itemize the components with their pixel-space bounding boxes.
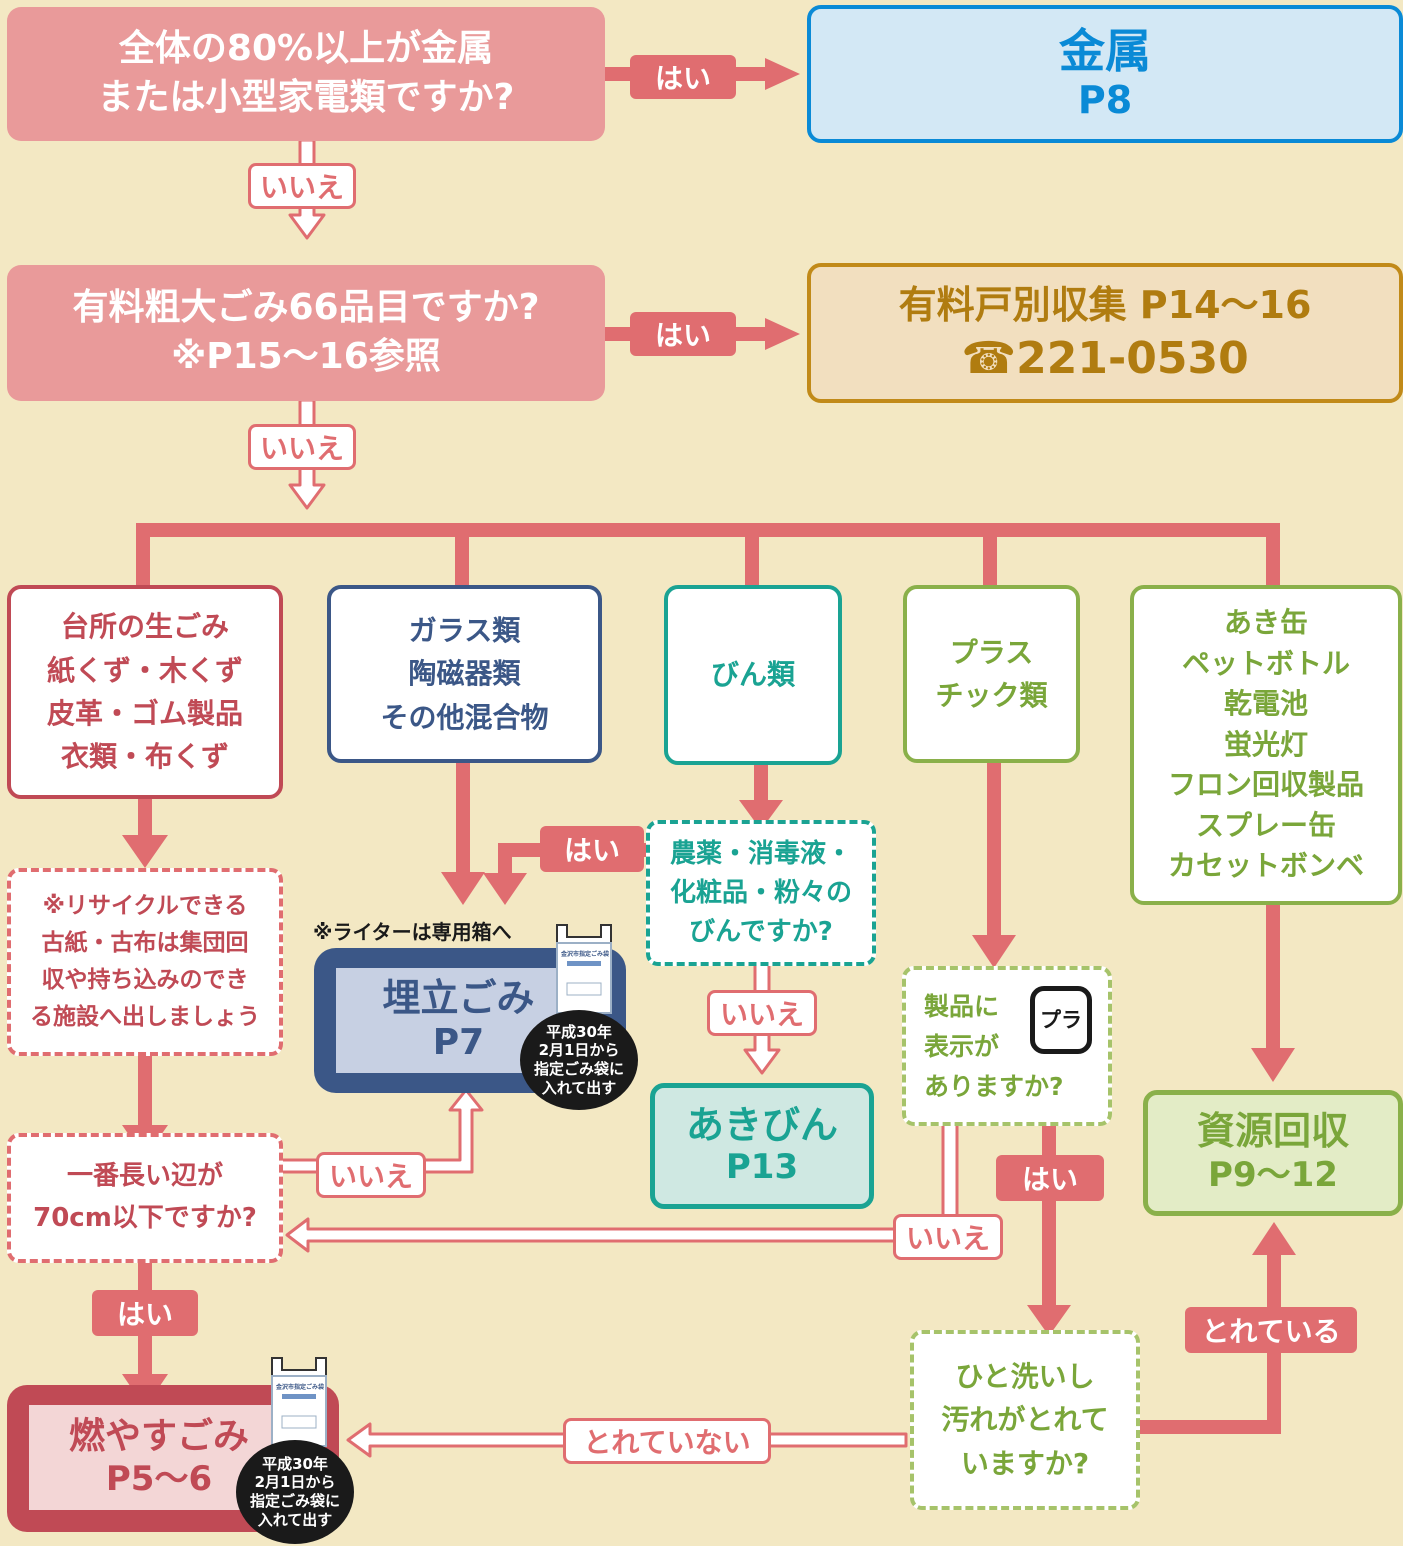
question-sodai-line1: 有料粗大ごみ66品目ですか?: [72, 287, 540, 329]
metal-yes-label: はい: [630, 55, 736, 99]
question-wash: ひと洗いし 汚れがとれて いますか?: [910, 1330, 1140, 1510]
question-chem-line: 農薬・消毒液・: [669, 838, 852, 869]
metal-destination: 金属 P8: [807, 5, 1403, 143]
bag-notice-line: 入れて出す: [541, 1078, 617, 1097]
category-resources: あき缶 ペットボトル 乾電池 蛍光灯 フロン回収製品 スプレー缶 カセットボンベ: [1130, 585, 1402, 905]
resource-page: P9～12: [1208, 1154, 1338, 1195]
category-bottles-line: びん類: [710, 658, 795, 692]
sodai-line1: 有料戸別収集 P14～16: [898, 282, 1312, 327]
chem-yes-label: はい: [540, 826, 644, 872]
question-mark-line2: 表示が: [924, 1032, 1000, 1061]
category-bottles: びん類: [664, 585, 842, 765]
designated-bag-icon: 金沢市指定ごみ袋: [553, 923, 615, 1015]
akibin-destination: あきびん P13: [650, 1083, 874, 1209]
bag-notice-badge: 平成30年 2月1日から 指定ごみ袋に 入れて出す: [236, 1440, 354, 1544]
question-size-line2: 70cm以下ですか?: [33, 1203, 257, 1233]
recycle-note: ※リサイクルできる 古紙・古布は集団回 収や持ち込みのでき る施設へ出しましょう: [7, 868, 283, 1056]
category-resources-line: 蛍光灯: [1223, 727, 1308, 761]
question-wash-line: ひと洗いし: [955, 1359, 1095, 1393]
category-plastic-line: プラス: [949, 635, 1034, 669]
category-resources-line: スプレー缶: [1195, 808, 1336, 842]
burnable-page: P5～6: [105, 1458, 213, 1499]
bag-notice-line: 2月1日から: [538, 1041, 620, 1060]
sodai-destination: 有料戸別収集 P14～16 ☎221-0530: [807, 263, 1403, 403]
size-no-label: いいえ: [316, 1152, 426, 1198]
pura-mark-text: プラ: [1040, 1007, 1082, 1032]
sodai-yes-label: はい: [630, 312, 736, 356]
landfill-title: 埋立ごみ: [382, 976, 535, 1021]
sodai-phone: ☎221-0530: [961, 333, 1249, 385]
bag-notice-line: 平成30年: [546, 1022, 612, 1041]
category-resources-line: 乾電池: [1223, 687, 1308, 721]
sodai-no-label: いいえ: [248, 424, 356, 470]
question-metal: 全体の80%以上が金属 または小型家電類ですか?: [7, 7, 605, 141]
question-mark-line3: ありますか?: [924, 1072, 1064, 1101]
question-chem: 農薬・消毒液・ 化粧品・粉々の びんですか?: [646, 820, 876, 966]
question-wash-line: いますか?: [960, 1446, 1090, 1480]
bag-notice-line: 入れて出す: [257, 1510, 333, 1529]
wash-yes-label: とれている: [1185, 1307, 1357, 1353]
size-yes-label: はい: [92, 1290, 198, 1336]
chem-no-label: いいえ: [707, 990, 817, 1036]
category-plastic-line: チック類: [935, 679, 1048, 712]
category-glass-line: その他混合物: [380, 700, 549, 734]
category-resources-line: カセットボンベ: [1167, 849, 1364, 883]
question-chem-line: 化粧品・粉々の: [669, 877, 852, 908]
category-kitchen-line: 衣類・布くず: [60, 740, 229, 774]
question-metal-line2: または小型家電類ですか?: [97, 77, 515, 118]
recycle-note-line: る施設へ出しましょう: [30, 1003, 260, 1030]
lighter-note: ※ライターは専用箱へ: [313, 920, 512, 944]
landfill-page: P7: [432, 1021, 485, 1063]
category-glass: ガラス類 陶磁器類 その他混合物: [327, 585, 602, 763]
question-mark-line1: 製品に: [924, 992, 1000, 1021]
category-kitchen: 台所の生ごみ 紙くず・木くず 皮革・ゴム製品 衣類・布くず: [7, 585, 283, 799]
designated-bag-icon: 金沢市指定ごみ袋: [268, 1356, 330, 1448]
question-metal-line1: 全体の80%以上が金属: [118, 28, 494, 70]
bag-notice-badge: 平成30年 2月1日から 指定ごみ袋に 入れて出す: [520, 1010, 638, 1110]
akibin-page: P13: [725, 1147, 799, 1188]
category-kitchen-line: 紙くず・木くず: [46, 653, 243, 687]
category-resources-line: ペットボトル: [1181, 646, 1350, 680]
category-kitchen-line: 台所の生ごみ: [60, 610, 229, 644]
metal-no-label: いいえ: [248, 163, 356, 209]
category-resources-line: あき缶: [1223, 605, 1308, 639]
mark-yes-label: はい: [996, 1155, 1104, 1201]
category-glass-line: ガラス類: [408, 613, 521, 647]
category-plastic: プラス チック類: [903, 585, 1080, 763]
bag-label: 金沢市指定ごみ袋: [561, 951, 610, 958]
pura-mark-icon: プラ: [1030, 986, 1092, 1054]
bag-notice-line: 指定ごみ袋に: [533, 1060, 624, 1078]
akibin-title: あきびん: [685, 1102, 838, 1147]
mark-no-label: いいえ: [893, 1214, 1003, 1260]
bag-icon: [271, 1357, 327, 1447]
question-size-line1: 一番長い辺が: [66, 1161, 223, 1192]
question-sodai: 有料粗大ごみ66品目ですか? ※P15～16参照: [7, 265, 605, 401]
bag-label: 金沢市指定ごみ袋: [276, 1384, 325, 1391]
category-resources-line: フロン回収製品: [1167, 768, 1364, 802]
question-chem-line: びんですか?: [689, 916, 833, 947]
question-wash-line: 汚れがとれて: [941, 1403, 1109, 1437]
resource-destination: 資源回収 P9～12: [1143, 1090, 1403, 1216]
bag-notice-line: 指定ごみ袋に: [249, 1492, 340, 1510]
wash-no-label: とれていない: [563, 1418, 771, 1464]
category-glass-line: 陶磁器類: [408, 657, 521, 691]
bag-icon: [556, 924, 612, 1014]
question-mark: 製品に 表示が ありますか? プラ: [902, 966, 1112, 1126]
burnable-title: 燃やすごみ: [68, 1415, 249, 1457]
bag-notice-line: 平成30年: [262, 1454, 328, 1473]
question-size: 一番長い辺が 70cm以下ですか?: [7, 1133, 283, 1263]
recycle-note-line: 古紙・古布は集団回: [41, 930, 249, 957]
category-kitchen-line: 皮革・ゴム製品: [46, 697, 243, 730]
question-sodai-line2: ※P15～16参照: [171, 336, 441, 377]
resource-title: 資源回収: [1196, 1108, 1349, 1153]
bag-notice-line: 2月1日から: [254, 1473, 336, 1492]
metal-page: P8: [1077, 77, 1133, 122]
recycle-note-line: 収や持ち込みのでき: [41, 967, 249, 993]
metal-title: 金属: [1059, 23, 1151, 78]
recycle-note-line: ※リサイクルできる: [42, 893, 248, 920]
